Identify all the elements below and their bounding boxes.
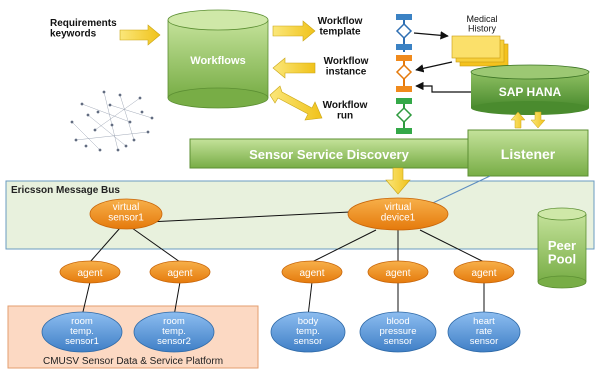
virtual-sensor-node: [89, 198, 163, 230]
sensor-node-2: [133, 311, 215, 353]
connection-lines: [81, 211, 485, 317]
agent-node-3: [281, 260, 343, 284]
workflow-template-icon: [395, 14, 413, 52]
sensor-node-3: [270, 311, 346, 353]
agent-node-5: [453, 260, 515, 284]
discovery-to-bus-arrow: [385, 167, 411, 195]
history-to-instance-arrow: [415, 61, 453, 73]
sensor-node-5: [447, 311, 521, 353]
sap-hana-label: SAP HANA: [499, 85, 562, 99]
platform-label: CMUSV Sensor Data & Service Platform: [43, 356, 223, 367]
agent-node-1: [59, 260, 121, 284]
workflows-database: [167, 9, 269, 109]
arrow-from-instance: [272, 57, 316, 79]
workflow-instance-icon: [395, 55, 413, 92]
listener-up-arrow: [510, 111, 526, 129]
workflow-run-icon: [395, 98, 413, 134]
listener-down-arrow: [530, 111, 546, 129]
agent-label-3: agent: [299, 268, 324, 279]
peer-pool-database: [537, 207, 587, 289]
agent-node-2: [149, 260, 211, 284]
listener-label: Listener: [501, 146, 556, 162]
sensor-node-4: [359, 311, 437, 353]
agent-label-4: agent: [385, 268, 410, 279]
sap-hana-database: [470, 64, 590, 115]
sensor-node-1: [41, 311, 123, 353]
requirements-arrow: [119, 24, 161, 46]
agent-label-2: agent: [167, 268, 192, 279]
medical-history-documents-icon: [451, 35, 509, 67]
agent-label-5: agent: [471, 268, 496, 279]
agent-label-1: agent: [77, 268, 102, 279]
agent-node-4: [367, 260, 429, 284]
network-graph-icon: [70, 90, 154, 152]
listener-box: [467, 129, 589, 177]
bus-label: Ericsson Message Bus: [11, 185, 120, 196]
sensor-service-discovery-label: Sensor Service Discovery: [249, 147, 409, 162]
sensor-service-discovery-box: [189, 138, 469, 169]
workflows-label: Workflows: [190, 55, 245, 67]
virtual-device-node: [347, 197, 449, 231]
template-to-history-arrow: [413, 31, 449, 40]
arrow-run-bidirectional: [269, 85, 323, 121]
arrow-to-template: [272, 20, 316, 42]
